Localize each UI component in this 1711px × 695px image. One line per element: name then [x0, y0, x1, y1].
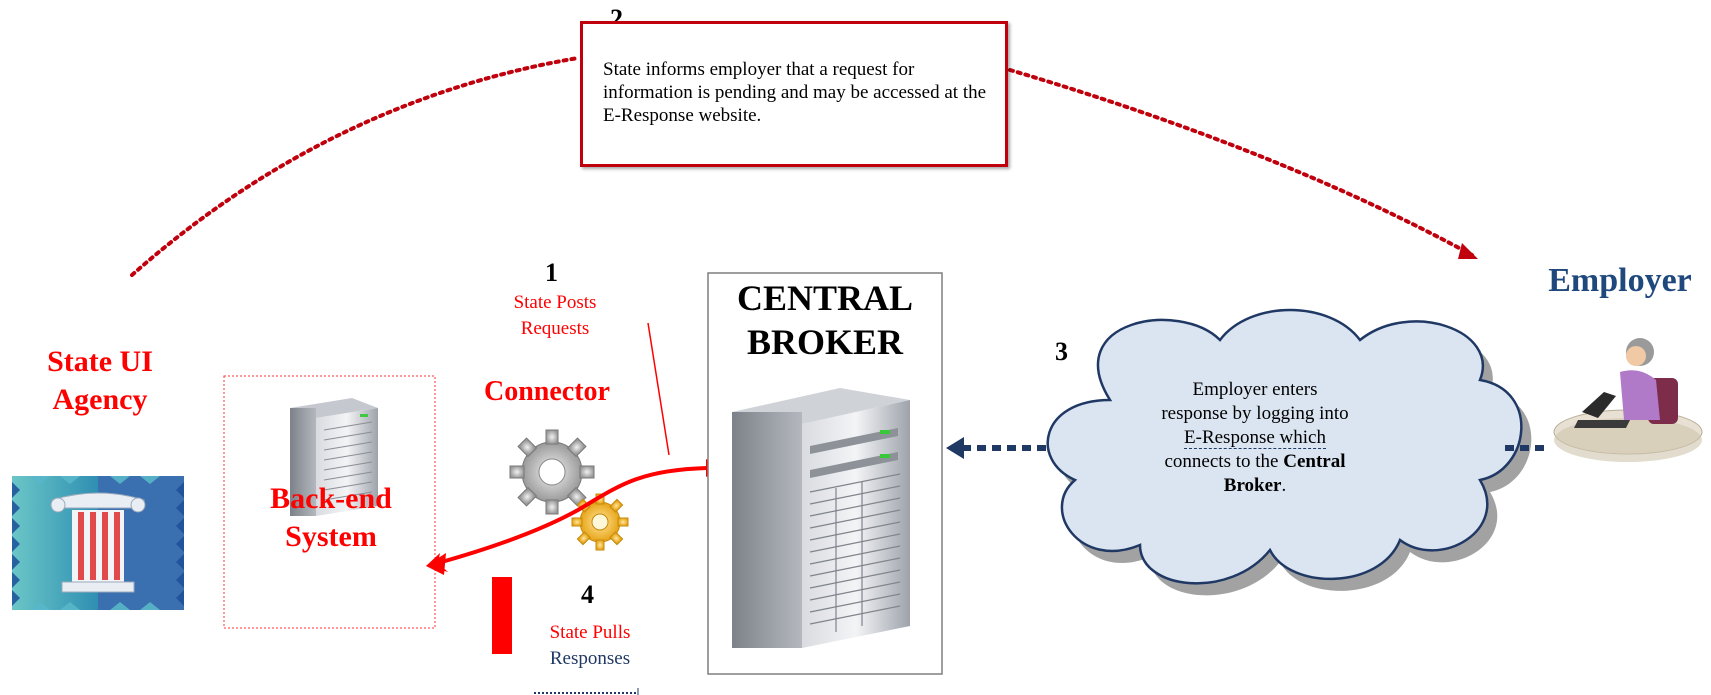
step4-number: 4 [581, 580, 594, 609]
step3-number: 3 [1055, 337, 1068, 366]
backend-title: Back-end System [226, 480, 436, 556]
cloud-line3: E-Response which [1110, 426, 1400, 450]
step1-leader-line [647, 322, 670, 456]
notify-arrowhead [1458, 243, 1478, 259]
cloud-shape [1046, 308, 1532, 596]
employer-title: Employer [1548, 262, 1692, 299]
cloud-text: Employer enters response by logging into… [1110, 378, 1400, 498]
step1-line1: State Posts [513, 292, 597, 313]
cloud-line3-text: E-Response which [1184, 427, 1326, 449]
step1-number: 1 [545, 258, 558, 287]
employer-person-icon [1553, 338, 1703, 462]
backend-line2: System [285, 520, 377, 553]
cloud-line4: connects to the Central [1110, 450, 1400, 474]
broker-line2: BROKER [746, 322, 904, 362]
broker-title: CENTRAL BROKER [710, 276, 940, 364]
agency-line1: State UI [47, 345, 153, 378]
step1-line2: Requests [520, 318, 590, 339]
backend-line1: Back-end [270, 482, 392, 515]
step4-bar [492, 577, 512, 654]
cloud-line5-bold: Broker [1223, 475, 1282, 496]
gear-icon [509, 429, 629, 551]
cloud-line5: Broker. [1110, 474, 1400, 498]
step2-text: State informs employer that a request fo… [603, 59, 987, 126]
cloud-line4-prefix: connects to the [1164, 451, 1284, 472]
cloud-line2: response by logging into [1161, 403, 1349, 424]
cloud-line1: Employer enters [1192, 379, 1318, 400]
cloud-line5-suffix: . [1281, 475, 1287, 496]
connector-curve [437, 466, 708, 565]
step4-line1: State Pulls [549, 622, 631, 643]
backend-server-icon [290, 398, 378, 516]
backend-box [223, 375, 436, 629]
agency-line2: Agency [52, 383, 148, 416]
agency-title: State UI Agency [10, 343, 190, 419]
broker-line1: CENTRAL [736, 278, 914, 318]
step1-label: State Posts Requests [490, 290, 620, 342]
cloud-to-broker-arrowhead [946, 437, 964, 459]
step2-callout: State informs employer that a request fo… [580, 21, 1008, 167]
step4-label: State Pulls Responses [525, 620, 655, 672]
column-logo-icon [12, 476, 184, 610]
notify-line-right [1008, 68, 1474, 257]
server-icon [732, 388, 910, 648]
cloud-line4-bold: Central [1283, 451, 1346, 472]
notify-line-left [130, 56, 580, 277]
step4-line2: Responses [549, 648, 631, 669]
connector-label: Connector [484, 376, 610, 407]
